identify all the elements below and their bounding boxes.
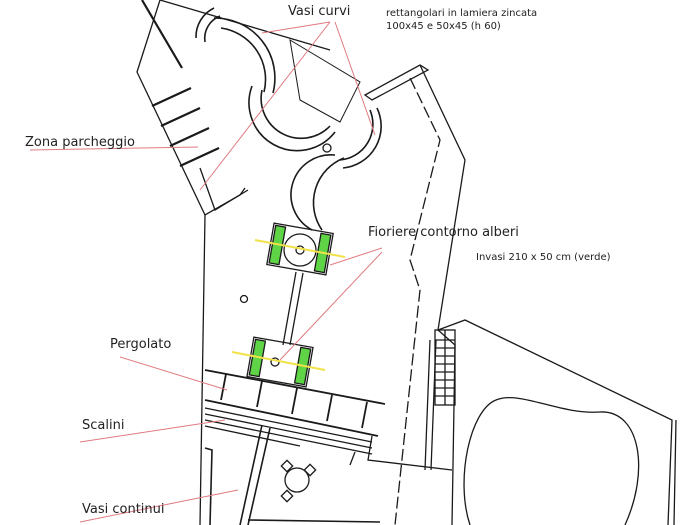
- label-pergolato: Pergolato: [110, 337, 172, 352]
- tree-planter-bottom: [231, 336, 326, 388]
- side-stair: [434, 329, 456, 406]
- label-invasi: Invasi 210 x 50 cm (verde): [476, 252, 611, 263]
- leader-lines: [29, 21, 383, 523]
- parking-stripes: [141, 0, 220, 167]
- tree-planter-top: [254, 222, 346, 276]
- dashed-path: [394, 77, 441, 525]
- label-spec-line1: rettangolari in lamiera zincata: [386, 8, 538, 19]
- curved-planters: [195, 7, 382, 231]
- label-scalini: Scalini: [82, 418, 125, 433]
- label-spec-line2: 100x45 e 50x45 (h 60): [386, 21, 501, 32]
- lawn-outline: [463, 396, 640, 525]
- pergola: [204, 369, 386, 437]
- steps: [204, 407, 453, 471]
- table-and-chairs: [280, 459, 317, 503]
- parking-area-outline: [136, 0, 331, 216]
- label-vasi-continui: Vasi continui: [82, 502, 165, 517]
- label-zona-parcheggio: Zona parcheggio: [25, 135, 135, 150]
- label-vasi-curvi: Vasi curvi: [288, 4, 351, 19]
- label-fioriere: Fioriere contorno alberi: [368, 225, 519, 240]
